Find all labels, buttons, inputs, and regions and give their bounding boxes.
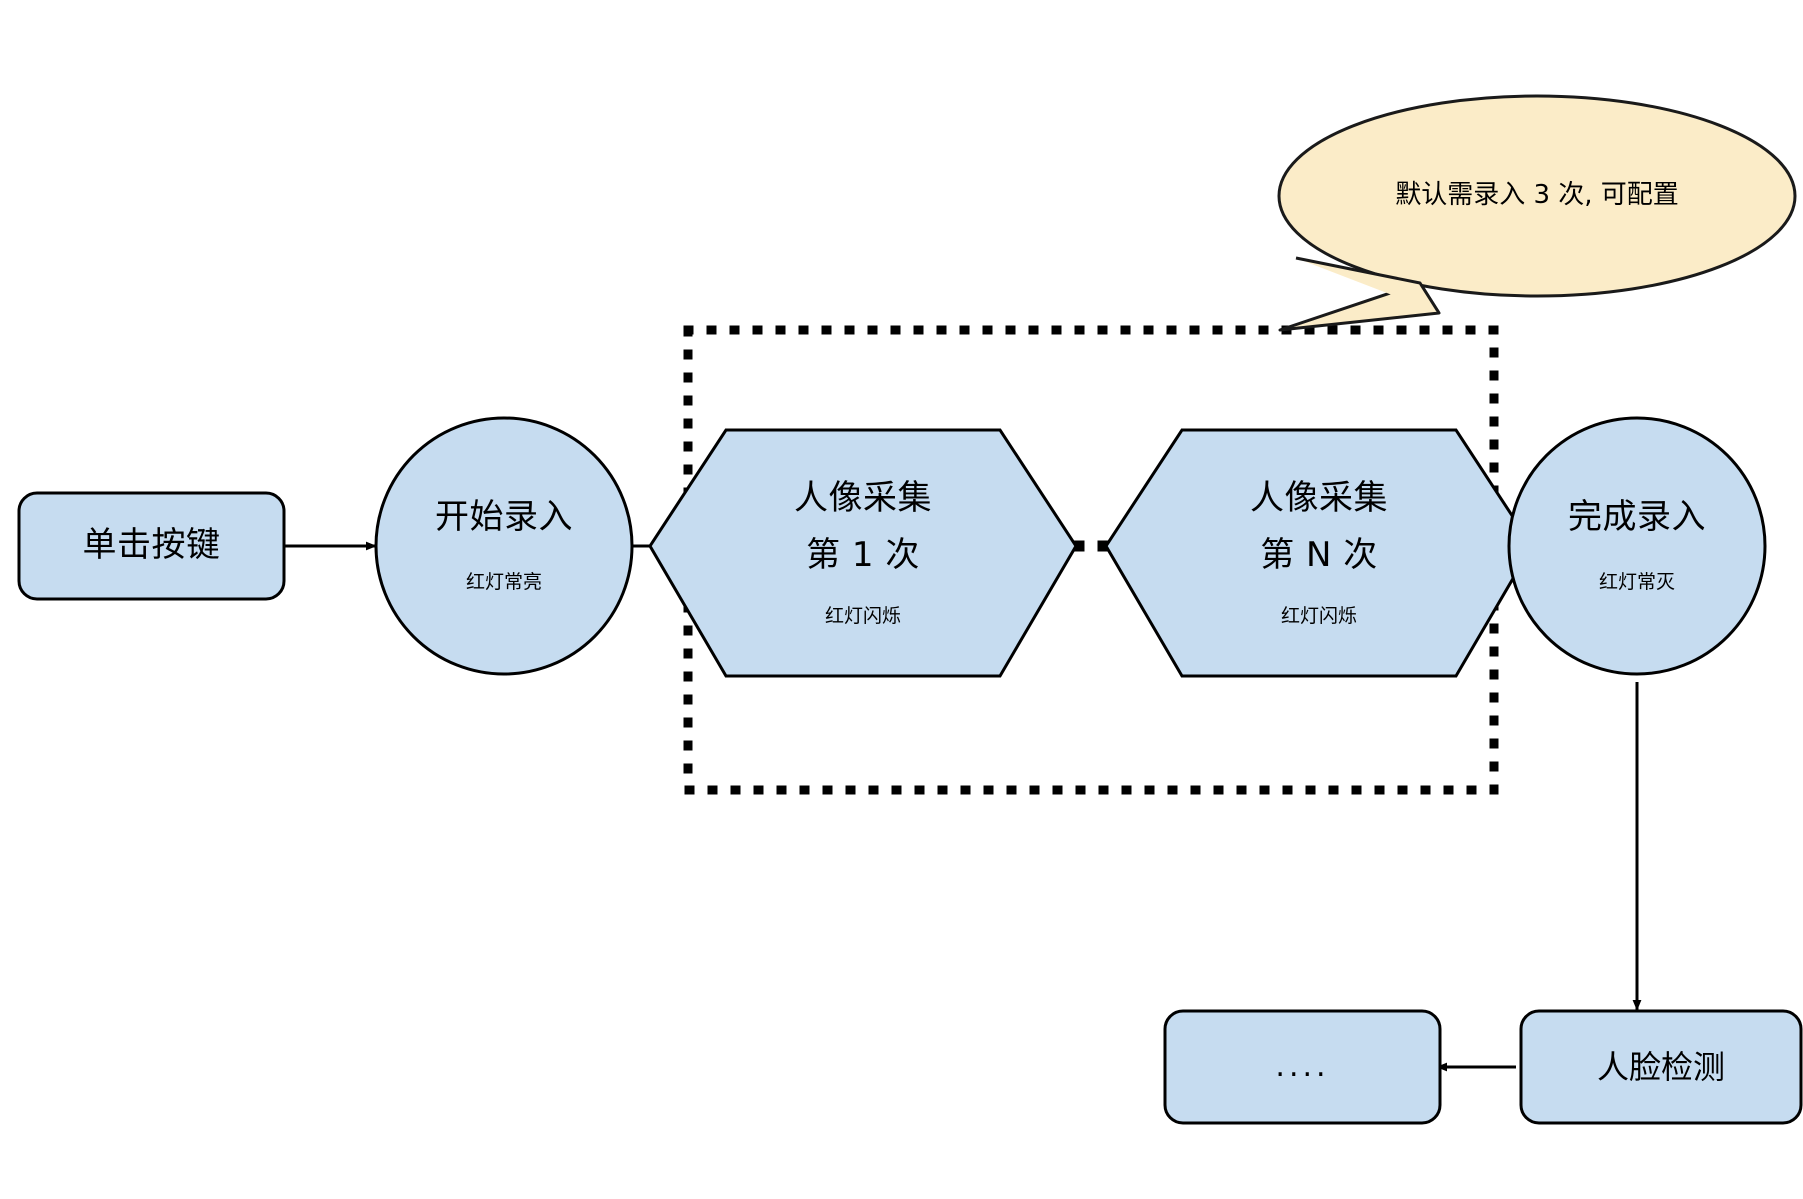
node-capture-first[interactable] (648, 428, 1078, 678)
node-start-enroll[interactable] (374, 416, 634, 676)
node-more-steps[interactable] (1163, 1009, 1442, 1125)
node-click-button[interactable] (17, 491, 286, 601)
callout-balloon (1277, 94, 1797, 332)
callout-tail-outline (1295, 256, 1441, 314)
node-finish-enroll[interactable] (1507, 416, 1767, 676)
node-face-detect[interactable] (1519, 1009, 1803, 1125)
callout-body (1277, 94, 1797, 298)
node-capture-nth[interactable] (1104, 428, 1534, 678)
